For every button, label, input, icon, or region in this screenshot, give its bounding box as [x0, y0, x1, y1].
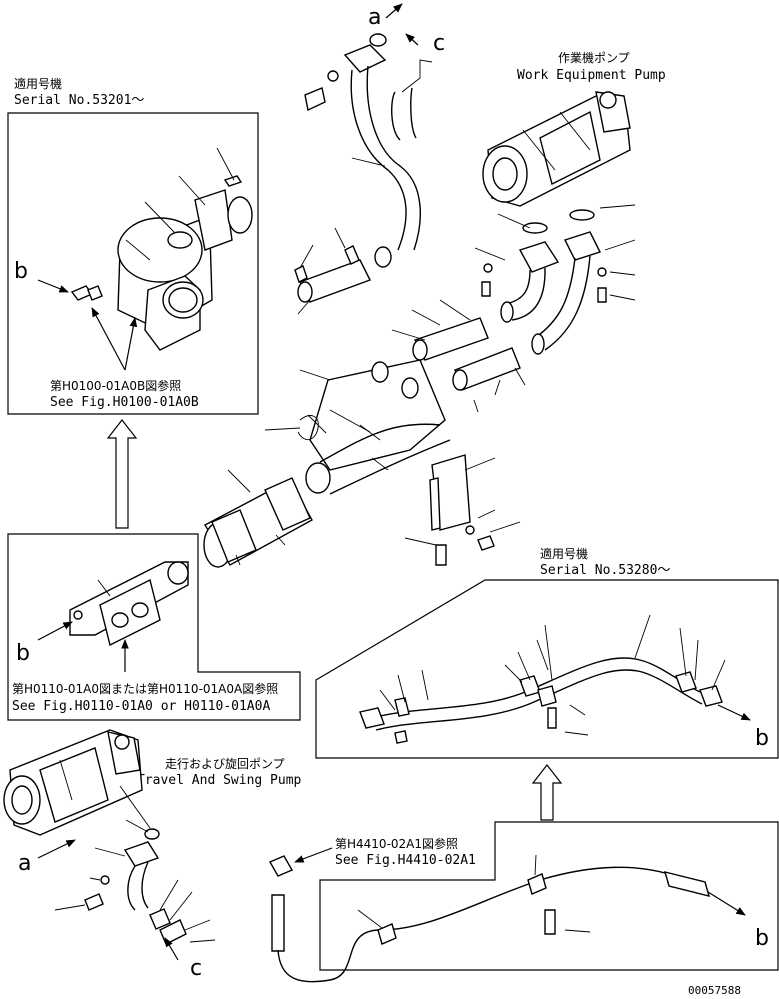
top-pipe-assembly: a c	[304, 3, 445, 268]
travel-pump-en: Travel And Swing Pump	[137, 773, 302, 788]
reference-arrow-up-1	[106, 419, 138, 529]
marker-a-bottom: a	[18, 851, 31, 876]
work-pump-ja: 作業機ポンプ	[558, 50, 630, 65]
marker-c-top: c	[433, 31, 445, 56]
drawing-number: 00057588	[688, 984, 741, 997]
ref-h0100-ja: 第H0100-01A0B図参照	[50, 378, 181, 393]
serial-mid-ja: 適用号機	[540, 546, 588, 561]
reference-arrow-up-2	[531, 764, 563, 821]
tank-assembly-drawing	[70, 147, 253, 351]
serial-top-ja: 適用号機	[14, 76, 62, 91]
ref-h0110-en: See Fig.H0110-01A0 or H0110-01A0A	[12, 699, 270, 714]
travel-pump-hose: c	[54, 841, 216, 981]
serial-top-en: Serial No.53201～	[14, 93, 144, 108]
marker-b-bottom-right: b	[755, 926, 769, 951]
support-bracket	[404, 454, 521, 566]
suction-manifold	[264, 359, 451, 495]
ref-h4410-en: See Fig.H4410-02A1	[335, 853, 476, 868]
work-pump-en: Work Equipment Pump	[517, 68, 666, 83]
box-h0110: b 第H0110-01A0図または第H0110-01A0A図参照 See Fig…	[7, 533, 301, 721]
pressure-hose-drawing	[359, 614, 726, 744]
filter-block-drawing	[69, 561, 189, 647]
pump-flanges	[474, 204, 636, 355]
travel-pump-ja: 走行および旋回ポンプ	[165, 757, 285, 771]
hoses-and-clamps	[294, 227, 526, 413]
box-serial-53201: 適用号機 Serial No.53201～ b 第H0100-01A0B図参照 …	[7, 76, 259, 415]
travel-swing-pump: 走行および旋回ポンプ Travel And Swing Pump a	[3, 729, 302, 876]
ref-h0100-en: See Fig.H0100-01A0B	[50, 395, 199, 410]
box-h4410: 第H4410-02A1図参照 See Fig.H4410-02A1 b	[269, 821, 779, 983]
serial-mid-en: Serial No.53280～	[540, 563, 670, 578]
ref-h4410-ja: 第H4410-02A1図参照	[335, 836, 458, 851]
work-equipment-pump: 作業機ポンプ Work Equipment Pump	[482, 50, 666, 234]
marker-b-box1: b	[14, 259, 28, 284]
marker-c-bottom: c	[190, 956, 202, 981]
marker-a-top: a	[368, 5, 381, 30]
ref-h0110-ja: 第H0110-01A0図または第H0110-01A0A図参照	[12, 681, 278, 696]
marker-b-box2: b	[16, 641, 30, 666]
marker-b-mid-right: b	[755, 726, 769, 751]
suction-hose	[203, 469, 313, 568]
box-serial-53280: 適用号機 Serial No.53280～	[315, 546, 779, 759]
